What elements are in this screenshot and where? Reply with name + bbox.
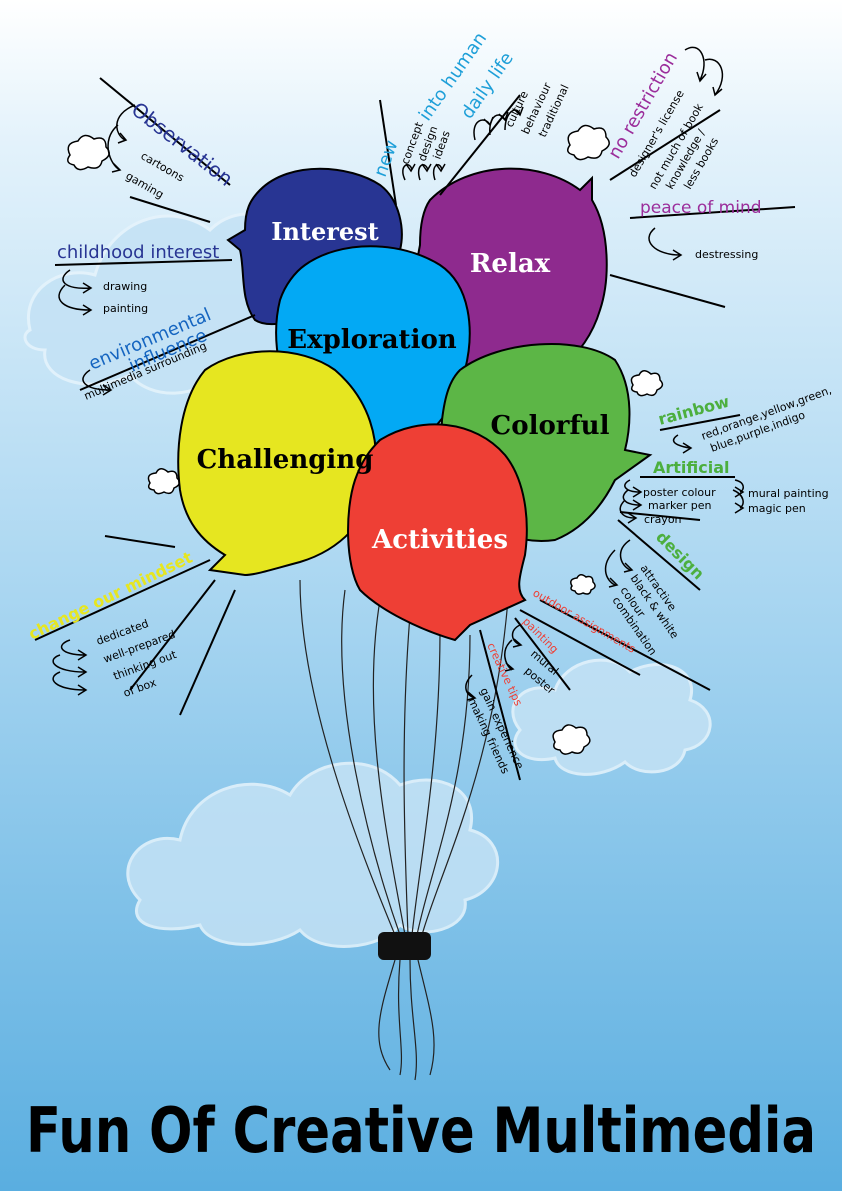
balloon-challenging-label: Challenging <box>197 445 374 475</box>
balloon-exploration-label: Exploration <box>287 325 456 355</box>
childhood-item-drawing: drawing <box>103 280 147 293</box>
childhood-heading: childhood interest <box>57 242 219 263</box>
peace-item-0: destressing <box>695 248 758 261</box>
artificial-item-2: crayon <box>644 513 682 526</box>
balloon-knot <box>378 932 431 960</box>
balloon-challenging <box>177 350 378 577</box>
peace-heading: peace of mind <box>640 198 762 218</box>
childhood-item-painting: painting <box>103 302 148 315</box>
balloon-activities-label: Activities <box>371 525 508 555</box>
puff-cloud <box>570 574 596 595</box>
puff-cloud <box>552 724 591 755</box>
artificial-item-1: marker pen <box>648 499 711 512</box>
background-cloud <box>126 761 499 948</box>
balloon-activities <box>347 423 528 642</box>
balloon-interest-label: Interest <box>271 217 379 246</box>
poster-title: Fun Of Creative Multimedia <box>26 1094 816 1167</box>
puff-cloud <box>567 124 610 161</box>
artificial-sub-0: mural painting <box>748 487 829 500</box>
artificial-sub-1: magic pen <box>748 502 806 515</box>
balloon-colorful-label: Colorful <box>491 411 610 441</box>
puff-cloud <box>630 370 664 397</box>
artificial-heading: Artificial <box>653 458 730 477</box>
artificial-item-0: poster colour <box>643 486 716 499</box>
balloon-relax-label: Relax <box>470 249 551 279</box>
